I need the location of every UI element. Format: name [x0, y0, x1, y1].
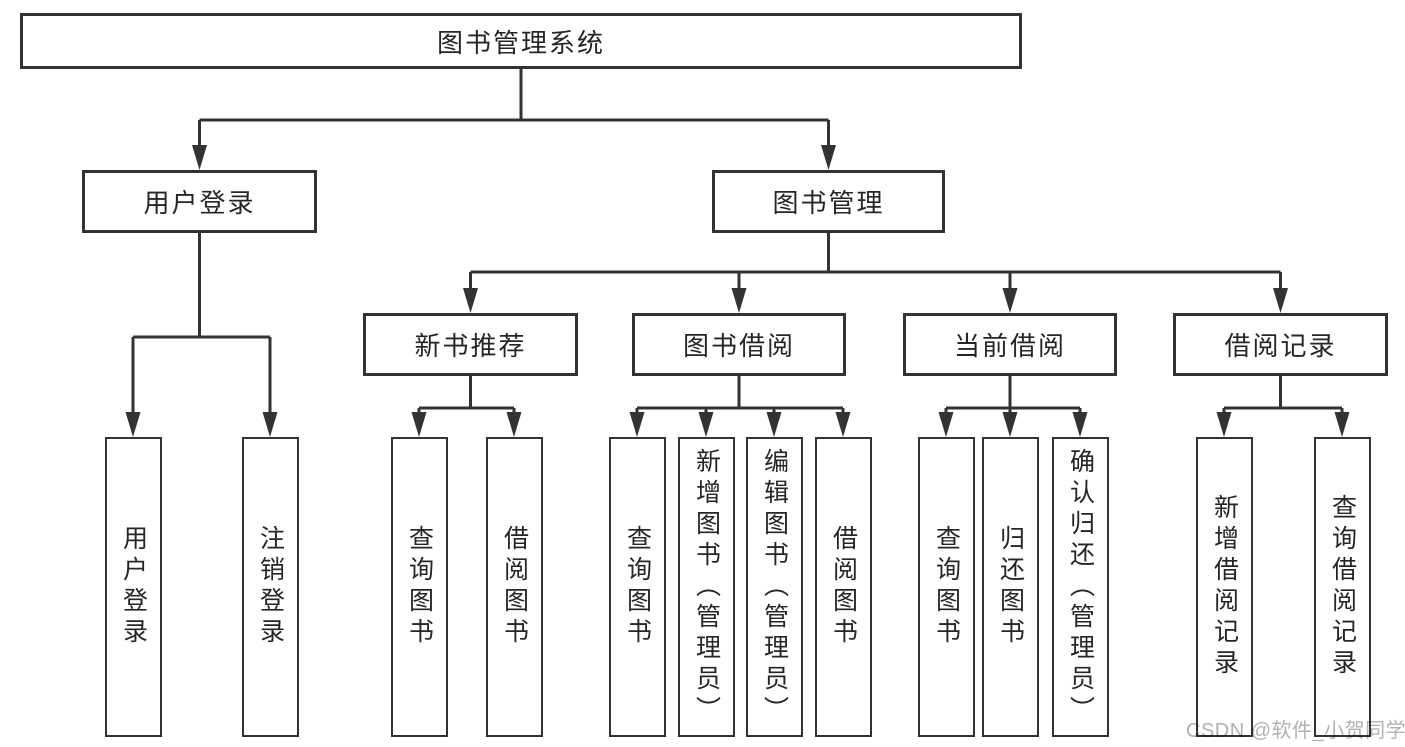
- node-new-book-recommendation: 新书推荐: [363, 313, 578, 376]
- node-borrowing-records-label: 借阅记录: [1224, 331, 1337, 361]
- leaf-query-borrow-record: 查询借阅记录: [1313, 437, 1371, 737]
- node-library-system-label: 图书管理系统: [436, 27, 605, 58]
- leaf-user-login: 用户登录: [104, 437, 162, 737]
- leaf-borrow-books-recommend-label: 借阅图书: [500, 525, 529, 649]
- leaf-query-books-borrowing-label: 查询图书: [623, 525, 652, 649]
- leaf-query-borrow-record-label: 查询借阅记录: [1328, 494, 1357, 680]
- node-library-system: 图书管理系统: [20, 13, 1022, 69]
- leaf-edit-book-admin: 编辑图书（管理员）: [745, 437, 803, 737]
- leaf-query-books-current: 查询图书: [917, 437, 975, 737]
- leaf-add-borrow-record-label: 新增借阅记录: [1210, 494, 1239, 680]
- node-book-borrowing-label: 图书借阅: [682, 331, 795, 361]
- csdn-watermark: CSDN @软件_小贺同学: [1186, 720, 1405, 742]
- leaf-return-books: 归还图书: [981, 437, 1039, 737]
- node-book-management: 图书管理: [712, 170, 945, 233]
- node-user-login-label: 用户登录: [143, 188, 256, 218]
- leaf-return-books-label: 归还图书: [996, 525, 1025, 649]
- leaf-query-books-current-label: 查询图书: [932, 525, 961, 649]
- node-current-borrowing-label: 当前借阅: [953, 331, 1066, 361]
- leaf-user-login-label: 用户登录: [119, 525, 148, 649]
- leaf-edit-book-admin-label: 编辑图书（管理员）: [760, 447, 789, 727]
- node-borrowing-records: 借阅记录: [1173, 313, 1388, 376]
- leaf-query-books-borrowing: 查询图书: [608, 437, 666, 737]
- node-book-borrowing: 图书借阅: [632, 313, 846, 376]
- leaf-confirm-return-admin: 确认归还（管理员）: [1051, 437, 1109, 737]
- leaf-borrow-books: 借阅图书: [814, 437, 872, 737]
- leaf-borrow-books-label: 借阅图书: [829, 525, 858, 649]
- node-user-login: 用户登录: [82, 170, 317, 233]
- leaf-add-book-admin: 新增图书（管理员）: [677, 437, 735, 737]
- node-new-book-recommendation-label: 新书推荐: [414, 331, 527, 361]
- leaf-query-books-recommend-label: 查询图书: [405, 525, 434, 649]
- arrowhead-icons: [125, 145, 1350, 437]
- leaf-confirm-return-admin-label: 确认归还（管理员）: [1066, 447, 1095, 727]
- leaf-query-books-recommend: 查询图书: [390, 437, 448, 737]
- leaf-logout: 注销登录: [241, 437, 299, 737]
- node-book-management-label: 图书管理: [772, 188, 885, 218]
- leaf-borrow-books-recommend: 借阅图书: [485, 437, 543, 737]
- leaf-add-book-admin-label: 新增图书（管理员）: [692, 447, 721, 727]
- node-current-borrowing: 当前借阅: [903, 313, 1117, 376]
- leaf-logout-label: 注销登录: [256, 525, 285, 649]
- leaf-add-borrow-record: 新增借阅记录: [1195, 437, 1253, 737]
